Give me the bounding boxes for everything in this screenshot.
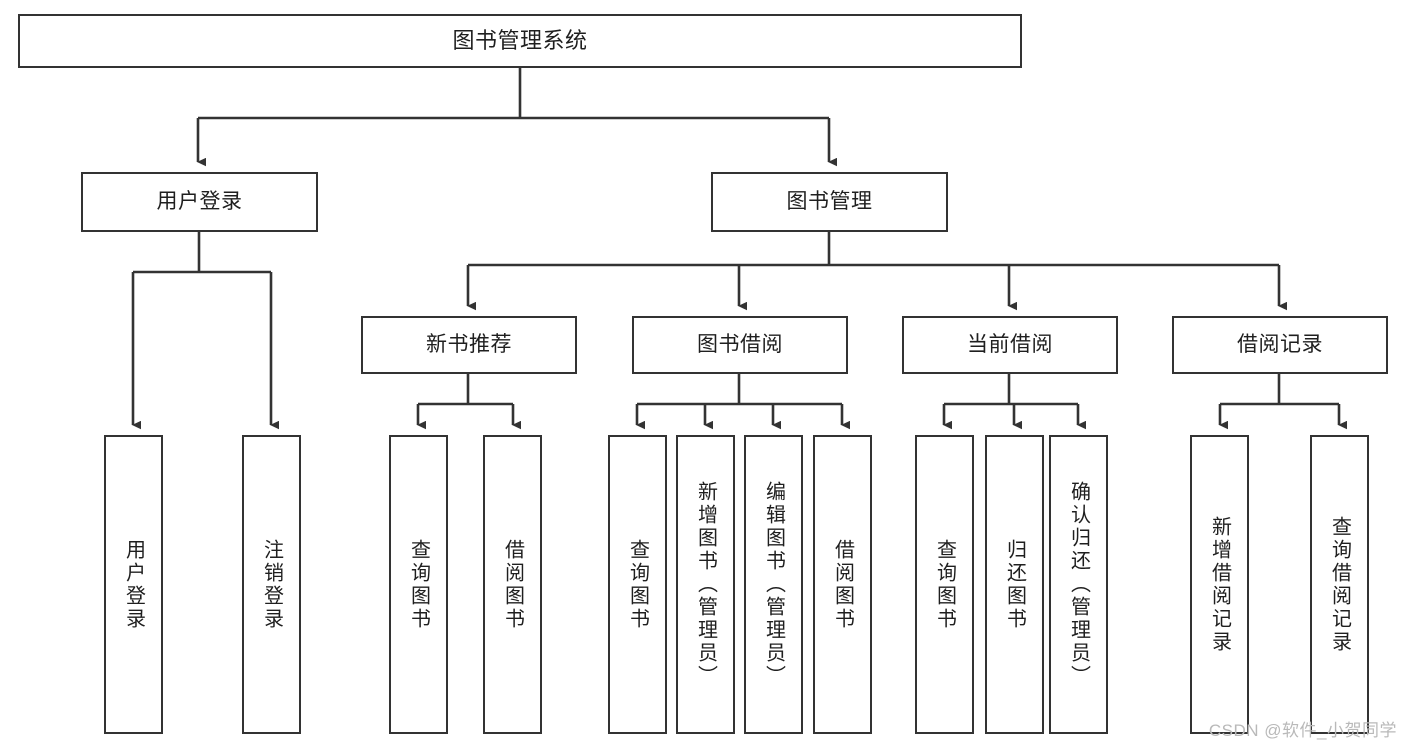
node-label: 确认归还（管理员） xyxy=(1067,481,1090,688)
node-book-management-system[interactable]: 图书管理系统 xyxy=(18,14,1022,68)
node-label: 归还图书 xyxy=(1003,538,1026,631)
node-leaf-edit-book-admin[interactable]: 编辑图书（管理员） xyxy=(744,435,803,734)
node-label: 用户登录 xyxy=(122,538,145,631)
node-label: 查询图书 xyxy=(407,538,430,631)
node-leaf-borrow-book-recommend[interactable]: 借阅图书 xyxy=(483,435,542,734)
node-label: 图书管理 xyxy=(786,189,873,213)
node-label: 新增图书（管理员） xyxy=(694,481,717,688)
node-leaf-borrow-book[interactable]: 借阅图书 xyxy=(813,435,872,734)
node-label: 图书管理系统 xyxy=(452,28,588,54)
node-current-borrow[interactable]: 当前借阅 xyxy=(902,316,1118,374)
node-label: 查询图书 xyxy=(933,538,956,631)
node-leaf-query-book-borrow[interactable]: 查询图书 xyxy=(608,435,667,734)
node-label: 当前借阅 xyxy=(967,332,1053,356)
node-label: 新增借阅记录 xyxy=(1208,515,1231,654)
node-label: 注销登录 xyxy=(260,538,283,631)
node-book-management[interactable]: 图书管理 xyxy=(711,172,948,232)
node-leaf-query-book-current[interactable]: 查询图书 xyxy=(915,435,974,734)
node-leaf-return-book[interactable]: 归还图书 xyxy=(985,435,1044,734)
node-leaf-add-book-admin[interactable]: 新增图书（管理员） xyxy=(676,435,735,734)
node-label: 用户登录 xyxy=(156,189,243,213)
node-leaf-logout[interactable]: 注销登录 xyxy=(242,435,301,734)
node-new-book-recommend[interactable]: 新书推荐 xyxy=(361,316,577,374)
node-leaf-query-book-recommend[interactable]: 查询图书 xyxy=(389,435,448,734)
node-label: 查询图书 xyxy=(626,538,649,631)
node-user-login[interactable]: 用户登录 xyxy=(81,172,318,232)
node-book-borrow[interactable]: 图书借阅 xyxy=(632,316,848,374)
node-label: 查询借阅记录 xyxy=(1328,515,1351,654)
node-leaf-query-borrow-record[interactable]: 查询借阅记录 xyxy=(1310,435,1369,734)
csdn-watermark: CSDN @软件_小贺同学 xyxy=(1208,721,1397,740)
node-label: 借阅图书 xyxy=(831,538,854,631)
node-label: 借阅图书 xyxy=(501,538,524,631)
node-label: 图书借阅 xyxy=(697,332,783,356)
node-label: 新书推荐 xyxy=(426,332,512,356)
node-leaf-confirm-return-admin[interactable]: 确认归还（管理员） xyxy=(1049,435,1108,734)
node-label: 编辑图书（管理员） xyxy=(762,481,785,688)
node-borrow-records[interactable]: 借阅记录 xyxy=(1172,316,1388,374)
node-label: 借阅记录 xyxy=(1237,332,1323,356)
node-leaf-add-borrow-record[interactable]: 新增借阅记录 xyxy=(1190,435,1249,734)
node-leaf-user-login[interactable]: 用户登录 xyxy=(104,435,163,734)
